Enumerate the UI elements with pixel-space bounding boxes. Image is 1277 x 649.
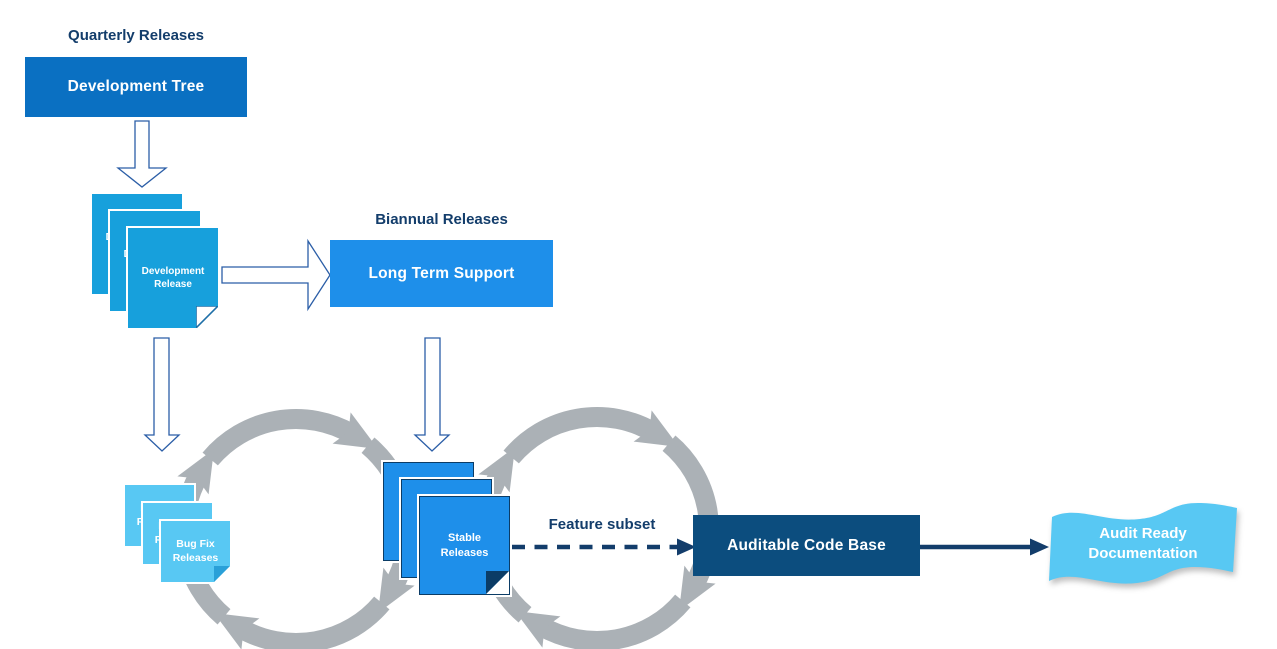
bug-fix-releases-card-front: Bug Fix Releases (159, 519, 232, 584)
feature-subset-label: Feature subset (548, 516, 656, 533)
solid-arrow-acb-to-documentation-icon (918, 538, 1049, 556)
down-arrow-devrelease-to-bugfix-icon (143, 337, 181, 452)
page-fold-icon (196, 306, 218, 328)
development-release-card-front: Development Release (126, 226, 220, 330)
down-arrow-devtree-to-devrelease-icon (116, 120, 168, 188)
page-fold-icon (486, 571, 509, 594)
wave-banner-icon (1049, 503, 1237, 584)
biannual-releases-label: Biannual Releases (375, 211, 508, 228)
dashed-arrow-stable-to-acb-icon (512, 538, 696, 556)
page-fold-icon (214, 566, 230, 582)
audit-ready-documentation-node: Audit Ready Documentation (1048, 501, 1238, 591)
auditable-code-base-node: Auditable Code Base (693, 515, 920, 576)
stable-releases-card-front: Stable Releases (417, 494, 512, 597)
long-term-support-node: Long Term Support (330, 240, 553, 307)
right-arrow-devrelease-to-lts-icon (221, 238, 331, 312)
bug-fix-releases-card-label: Bug Fix Releases (172, 537, 219, 564)
stable-releases-card-label: Stable Releases (440, 532, 489, 559)
development-release-card-label: Development Release (141, 266, 205, 290)
quarterly-releases-label: Quarterly Releases (68, 27, 204, 44)
down-arrow-lts-to-stable-icon (413, 337, 451, 452)
audit-ready-documentation-label: Audit Ready Documentation (1088, 524, 1198, 562)
development-tree-node: Development Tree (25, 57, 247, 117)
